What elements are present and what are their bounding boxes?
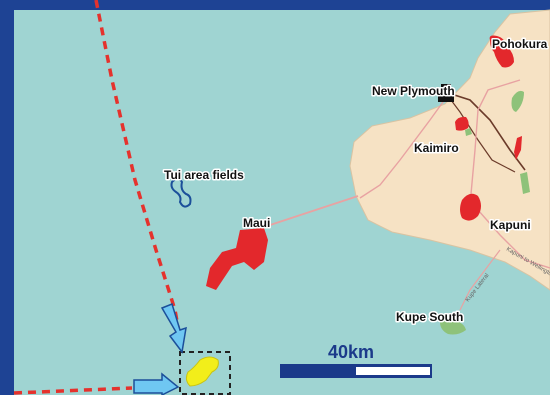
tui-field-outline[interactable] — [170, 178, 192, 208]
pipeline-kupe-lateral — [459, 249, 501, 311]
green-field-2[interactable] — [520, 172, 530, 194]
kupe-south-field[interactable] — [440, 319, 466, 335]
kapuni-field[interactable] — [460, 193, 481, 221]
svg-text:New Plymouth: New Plymouth — [372, 84, 455, 98]
svg-text:New Plymouth: New Plymouth — [372, 84, 455, 98]
pipeline-kapuni-to-wellington — [477, 209, 550, 269]
green-field-1[interactable] — [511, 90, 525, 112]
label-tui: Tui area fields Tui area fields — [163, 167, 246, 184]
arrow-right-icon — [133, 372, 180, 395]
pipeline-onshore — [359, 94, 449, 199]
kaimiro-field[interactable] — [455, 116, 469, 131]
svg-text:Kapuni: Kapuni — [490, 218, 531, 232]
scale-bar-segment — [356, 367, 430, 375]
svg-text:Kaimiro: Kaimiro — [414, 141, 459, 155]
label-kaimiro: Kaimiro Kaimiro — [413, 140, 461, 157]
scale-label: 40km — [328, 342, 374, 362]
highlight-dashed-box — [179, 351, 231, 395]
svg-text:Kaimiro: Kaimiro — [414, 141, 459, 155]
svg-text:Tui area fields: Tui area fields — [164, 168, 244, 182]
new-plymouth-marker-icon — [438, 88, 454, 102]
small-red-field[interactable] — [514, 136, 522, 160]
label-pohokura: Pohokura Pohokura — [491, 36, 550, 53]
pipeline-kapuni — [469, 79, 521, 206]
svg-text:Pohokura: Pohokura — [492, 37, 548, 51]
pipeline-maui — [254, 195, 359, 231]
frame-top-border — [0, 0, 550, 10]
label-kupe-south: Kupe South Kupe South — [395, 309, 465, 326]
new-plymouth-marker-roof-icon — [441, 84, 451, 89]
road-line — [444, 91, 526, 171]
svg-text:Maui: Maui — [243, 216, 270, 230]
svg-text:Kupe South: Kupe South — [396, 310, 463, 324]
pohokura-field[interactable] — [489, 35, 514, 68]
svg-text:Maui: Maui — [243, 216, 270, 230]
label-kapuni: Kapuni Kapuni — [489, 217, 533, 234]
yellow-field[interactable] — [185, 356, 219, 387]
label-maui: Maui Maui — [242, 215, 272, 232]
svg-text:Pohokura: Pohokura — [492, 37, 548, 51]
route-dashed-line-bottom — [13, 386, 133, 395]
svg-text:Kapuni: Kapuni — [490, 218, 531, 232]
maui-field[interactable] — [206, 228, 268, 290]
svg-text:Kupe South: Kupe South — [396, 310, 463, 324]
green-field-3[interactable] — [465, 128, 472, 136]
road-line-secondary — [444, 91, 516, 173]
coastline-land — [349, 9, 550, 291]
frame-left-border — [0, 0, 14, 395]
label-new-plymouth: New Plymouth New Plymouth — [371, 83, 457, 100]
svg-text:Tui area fields: Tui area fields — [164, 168, 244, 182]
arrow-down-icon — [160, 303, 187, 354]
